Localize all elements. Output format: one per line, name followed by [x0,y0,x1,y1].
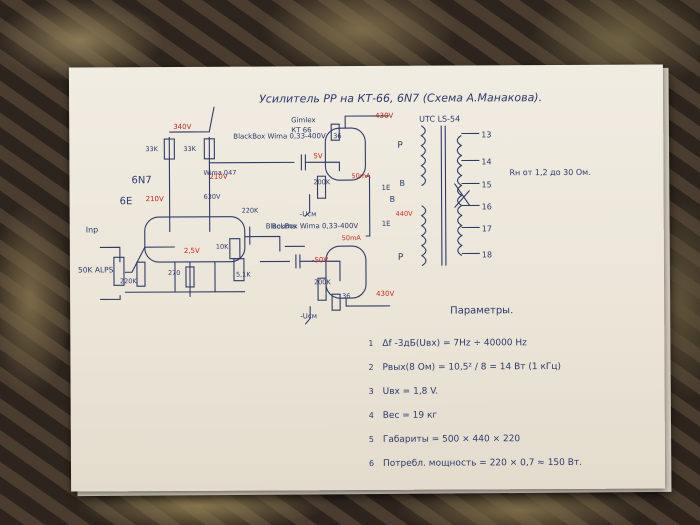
misc-label: P [397,141,403,151]
input-label: Inp [86,225,99,234]
load-note: Rн от 1,2 до 30 Ом. [509,168,590,177]
misc-label: 1E [382,184,391,192]
output-tubes [304,115,391,325]
tap-label: 14 [481,157,491,166]
current-label: 50mA [351,172,371,180]
misc-label: 1E [382,220,391,228]
misc-label: Bourns [272,222,297,230]
resistor-label: 36 [333,132,341,140]
resistor-label: 33K [183,145,196,153]
param-text: Uвх = 1,8 V. [383,387,439,397]
tube-driver-label: 6N7 [131,175,151,186]
param-text: Pвых(8 Ом) = 10,5² / 8 = 14 Вт (1 кГц) [382,362,561,373]
misc-label: Gimlex [291,116,316,124]
resistor-label: 10K [216,243,229,251]
param-number: 1 [368,339,373,348]
resistor-label: 220K [242,207,259,215]
misc-label: Wima 047 [203,169,236,177]
resistor-label: 36 [342,292,350,300]
misc-label: КТ 66 [291,126,312,134]
resistor-label: 270 [168,269,180,277]
resistor-label: 220K [120,277,137,285]
output-transformer-label: UTC LS-54 [419,115,460,124]
tap-label: 18 [482,250,492,259]
voltage-label: 210V [146,195,164,203]
voltage-label: 430V [376,290,394,298]
resistor-label: 33K [145,145,158,153]
param-number: 6 [369,459,374,468]
voltage-label: 430V [375,112,393,120]
voltage-label: 340V [173,123,191,131]
misc-label: -Uсм [300,312,317,320]
misc-label: -Uсм [300,210,317,218]
tap-label: 16 [482,202,492,211]
param-text: Потребл. мощность = 220 × 0,7 ≈ 150 Вт. [383,458,582,469]
voltage-label: -50V [312,256,328,264]
voltage-label: 440V [396,210,413,218]
tap-label: 15 [481,180,491,189]
output-transformer [420,125,480,267]
title: Усилитель PP на КТ-66, 6N7 (Схема А.Мана… [259,91,542,105]
driver-wiring [99,106,341,300]
resistor-label: 200K [314,278,331,286]
param-number: 4 [369,411,374,420]
voltage-label: 5V [313,152,322,160]
schematic-drawing: Усилитель PP на КТ-66, 6N7 (Схема А.Мана… [78,91,591,469]
param-text: Вес = 19 кг [383,411,438,421]
voltage-label: 2,5V [184,247,200,255]
misc-label: B [390,195,396,204]
tube-driver-alt-label: 6E [120,196,133,207]
misc-label: 630V [204,193,221,201]
voltage-label: 210V [209,173,227,181]
params-title: Параметры. [450,305,513,316]
param-number: 2 [368,363,373,372]
pot-label: 50K ALPS [78,265,114,274]
resistor-label: 5,1K [236,271,251,279]
resistor-label: 200K [313,178,330,186]
cap-label: BlackBox Wima 0,33-400V [233,132,326,140]
tap-label: 17 [482,224,492,233]
tap-label: 13 [481,130,491,139]
misc-label: B [399,179,405,188]
current-label: 50mA [342,234,362,242]
param-text: Δf -3дБ(Uвх) = 7Hz ÷ 40000 Hz [382,338,527,349]
cap-label: BlackBox Wima 0,33-400V [266,222,359,230]
param-text: Габариты = 500 × 440 × 220 [383,434,521,445]
params-list: 1 Δf -3дБ(Uвх) = 7Hz ÷ 40000 Hz 2 Pвых(8… [368,338,582,469]
param-number: 5 [369,435,374,444]
misc-label: P [398,253,404,263]
param-number: 3 [369,387,374,396]
